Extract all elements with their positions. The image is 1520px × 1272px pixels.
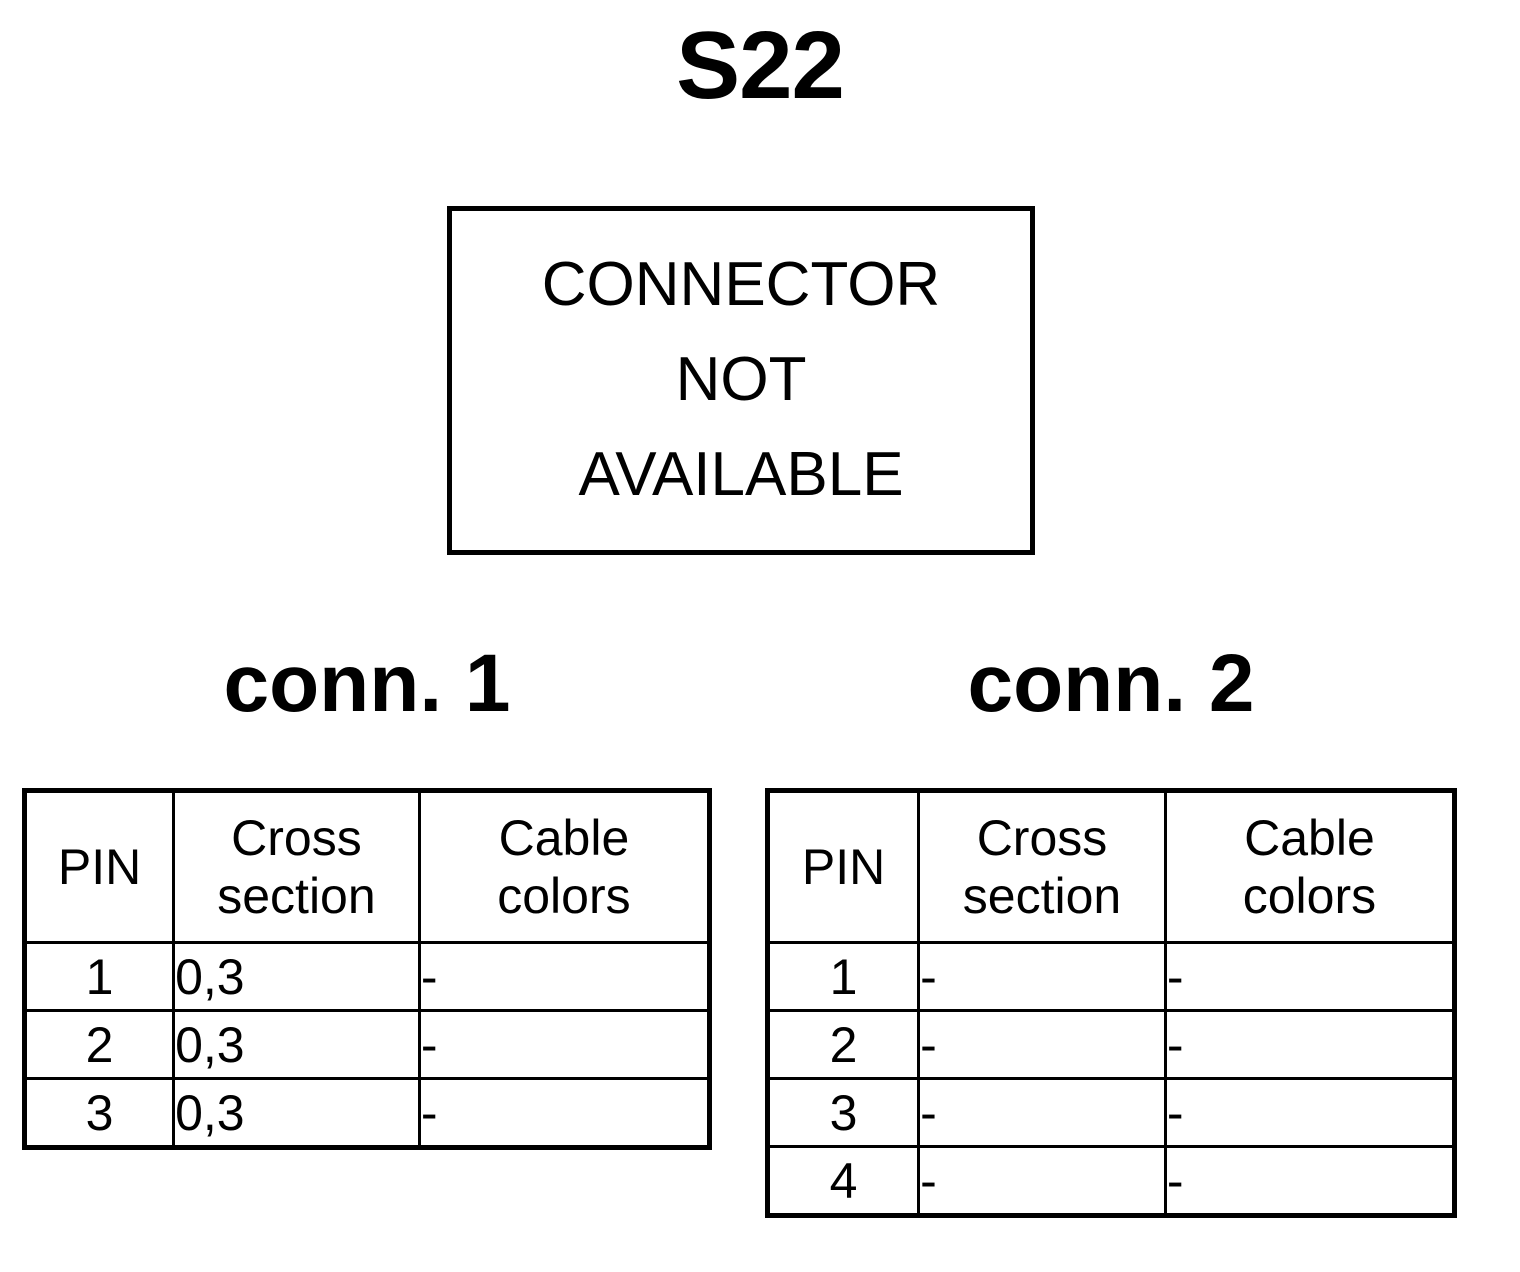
cell-cable-colors: - bbox=[417, 941, 712, 1012]
column-header-cross-section-line-2: section bbox=[962, 868, 1122, 924]
column-header-cross-section: Cross section bbox=[917, 789, 1167, 944]
column-header-pin-line-1: PIN bbox=[57, 839, 142, 895]
cell-cable-colors: - bbox=[417, 1009, 712, 1080]
page-title: S22 bbox=[676, 12, 845, 119]
column-header-cable-colors: Cable colors bbox=[1163, 789, 1457, 944]
table-row: 3 - - bbox=[765, 1077, 1457, 1148]
connector-box-line-2: NOT bbox=[675, 345, 807, 415]
table-header-row: PIN Cross section Cable colors bbox=[22, 789, 712, 944]
cell-cross-section: - bbox=[917, 1009, 1167, 1080]
cell-pin: 1 bbox=[765, 941, 921, 1012]
column-header-cross-section: Cross section bbox=[172, 789, 421, 944]
cell-pin: 3 bbox=[22, 1077, 176, 1149]
cell-cable-colors: - bbox=[1163, 941, 1457, 1012]
connector-box-line-1: CONNECTOR bbox=[541, 250, 941, 320]
column-header-cross-section-line-1: Cross bbox=[231, 810, 362, 866]
column-header-cable-colors-line-2: colors bbox=[1242, 868, 1377, 924]
table-header-row: PIN Cross section Cable colors bbox=[765, 789, 1457, 944]
cell-cable-colors: - bbox=[1163, 1009, 1457, 1080]
cell-pin: 3 bbox=[765, 1077, 921, 1148]
table-row: 2 0,3 - bbox=[22, 1009, 712, 1080]
column-header-pin-line-1: PIN bbox=[801, 839, 886, 895]
column-header-cable-colors-line-2: colors bbox=[497, 868, 631, 924]
cell-pin: 1 bbox=[22, 941, 176, 1012]
connector-not-available-box: CONNECTOR NOT AVAILABLE bbox=[447, 206, 1035, 555]
table-row: 2 - - bbox=[765, 1009, 1457, 1080]
cell-cable-colors: - bbox=[1163, 1077, 1457, 1148]
cell-cross-section: 0,3 bbox=[172, 941, 421, 1012]
connector-1-label: conn. 1 bbox=[223, 638, 511, 729]
column-header-cable-colors-line-1: Cable bbox=[1244, 810, 1375, 866]
column-header-cable-colors-line-1: Cable bbox=[498, 810, 630, 866]
column-header-pin: PIN bbox=[22, 789, 176, 944]
table-row: 3 0,3 - bbox=[22, 1077, 712, 1149]
cell-pin: 2 bbox=[22, 1009, 176, 1080]
cell-cross-section: - bbox=[917, 1077, 1167, 1148]
cell-cross-section: 0,3 bbox=[172, 1077, 421, 1149]
table-row: 1 - - bbox=[765, 941, 1457, 1012]
connector-2-label: conn. 2 bbox=[967, 638, 1255, 729]
cell-pin: 2 bbox=[765, 1009, 921, 1080]
cell-cross-section: - bbox=[917, 941, 1167, 1012]
connector-2-pin-table: PIN Cross section Cable colors 1 - - 2 -… bbox=[765, 788, 1457, 1218]
cell-cross-section: 0,3 bbox=[172, 1009, 421, 1080]
cell-pin: 4 bbox=[765, 1145, 921, 1217]
cell-cross-section: - bbox=[917, 1145, 1167, 1217]
column-header-cross-section-line-2: section bbox=[217, 868, 376, 924]
column-header-cable-colors: Cable colors bbox=[417, 789, 712, 944]
cell-cable-colors: - bbox=[417, 1077, 712, 1149]
connector-1-pin-table: PIN Cross section Cable colors 1 0,3 - 2… bbox=[22, 788, 712, 1150]
table-row: 4 - - bbox=[765, 1145, 1457, 1217]
table-row: 1 0,3 - bbox=[22, 941, 712, 1012]
column-header-cross-section-line-1: Cross bbox=[976, 810, 1108, 866]
connector-box-line-3: AVAILABLE bbox=[578, 439, 904, 509]
column-header-pin: PIN bbox=[765, 789, 921, 944]
cell-cable-colors: - bbox=[1163, 1145, 1457, 1217]
